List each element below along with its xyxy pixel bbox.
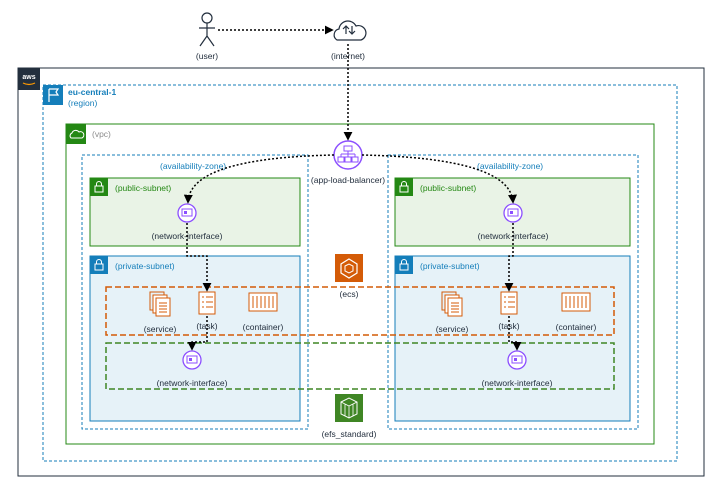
cloud-icon <box>333 20 367 41</box>
task-list-icon <box>500 291 518 315</box>
service-right-label: (service) <box>436 324 469 334</box>
connectors <box>183 25 522 351</box>
service-stack-icon <box>441 291 463 317</box>
ecs-cluster-band <box>105 286 615 336</box>
container-icon <box>561 292 591 312</box>
vpc-group <box>65 123 655 445</box>
service-stack-icon <box>149 291 171 317</box>
aws-logo: aws <box>18 68 40 90</box>
network-interface-icon <box>177 203 197 223</box>
network-interface-icon <box>507 350 527 370</box>
availability-zone-right-label: (availability-zone) <box>477 161 543 171</box>
private-subnet-right-label: (private-subnet) <box>420 261 480 271</box>
eni-private-left-label: (network-interface) <box>157 378 228 388</box>
network-interface-icon <box>503 203 523 223</box>
private-subnet-left-label: (private-subnet) <box>115 261 175 271</box>
edge-task-left-eni <box>187 316 208 351</box>
private-subnet-right <box>394 255 631 422</box>
load-balancer-icon <box>333 140 363 170</box>
user-label: (user) <box>196 51 218 61</box>
region-group <box>42 84 678 462</box>
edge-alb-eni-left <box>183 154 335 204</box>
edge-eni-right-task <box>504 223 514 292</box>
public-subnet-right-label: (public-subnet) <box>420 183 476 193</box>
ecs-icon <box>335 254 363 282</box>
region-name: eu-central-1 <box>68 87 116 97</box>
service-left-label: (service) <box>144 324 177 334</box>
alb-label: (app-load-balancer) <box>311 175 385 185</box>
availability-zone-left <box>81 154 309 430</box>
vpc-cloud-icon <box>66 124 86 144</box>
efs-icon <box>335 394 363 422</box>
availability-zone-left-label: (availability-zone) <box>160 161 226 171</box>
edge-eni-left-task <box>186 223 212 292</box>
efs-mount-band <box>105 342 615 390</box>
container-left-label: (container) <box>243 322 284 332</box>
lock-icon <box>90 256 108 274</box>
network-interface-icon <box>182 350 202 370</box>
lock-icon <box>395 178 413 196</box>
vpc-label: (vpc) <box>92 129 111 139</box>
public-subnet-left-label: (public-subnet) <box>115 183 171 193</box>
efs-label: (efs_standard) <box>322 429 377 439</box>
private-subnet-left <box>89 255 301 422</box>
region-label: (region) <box>68 98 97 108</box>
lock-icon <box>395 256 413 274</box>
aws-cloud-group <box>17 67 705 477</box>
ecs-label: (ecs) <box>340 289 359 299</box>
task-list-icon <box>198 291 216 315</box>
availability-zone-right <box>387 154 639 430</box>
aws-logo-text: aws <box>22 74 35 81</box>
edge-alb-eni-right <box>361 154 517 204</box>
edge-task-right-eni <box>508 316 522 351</box>
user-icon <box>199 12 215 47</box>
eni-private-right-label: (network-interface) <box>482 378 553 388</box>
flag-icon <box>43 85 63 105</box>
container-icon <box>248 292 278 312</box>
lock-icon <box>90 178 108 196</box>
container-right-label: (container) <box>556 322 597 332</box>
